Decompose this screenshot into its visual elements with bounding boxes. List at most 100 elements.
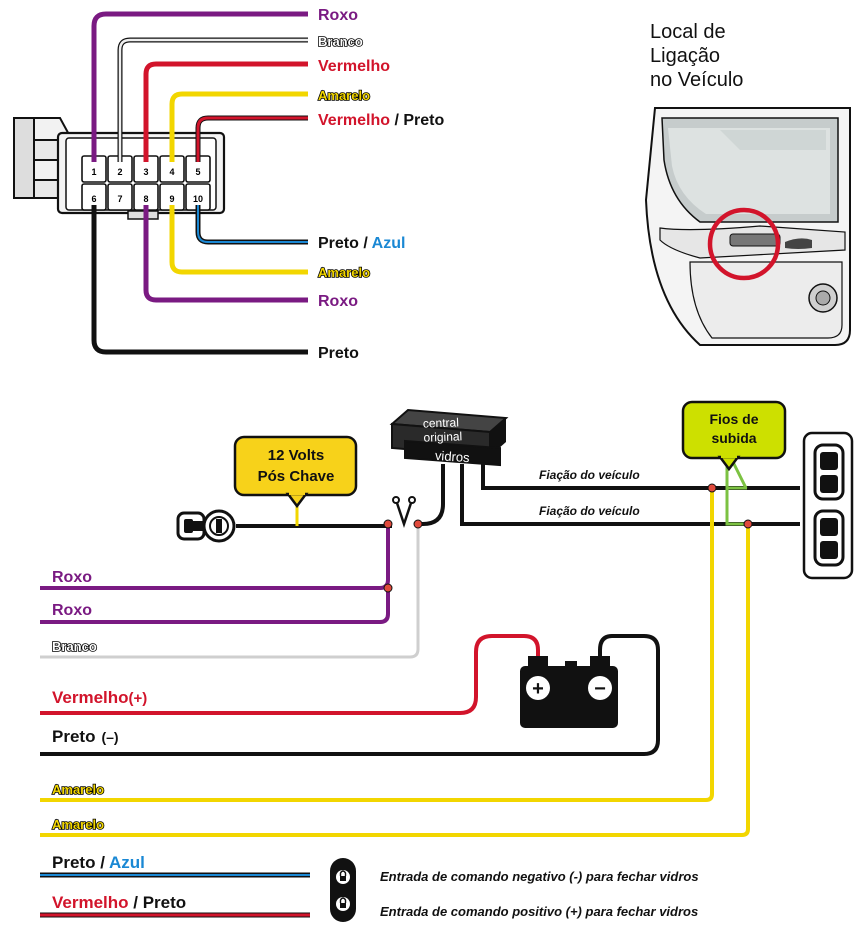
legend-positive: Entrada de comando positivo (+) para fec… (380, 904, 698, 919)
module-line-3: vidros (434, 448, 470, 465)
wire-module-to-12v (418, 464, 445, 526)
label-preto-azul-bottom: Preto / Azul (318, 235, 405, 252)
wire-vehicle-1 (481, 464, 800, 490)
wire-pin9-amarelo (169, 205, 308, 275)
label-vermelho-sign: (+) (129, 690, 148, 707)
location-highlight (707, 207, 781, 281)
label-preto-part: Preto (318, 235, 359, 252)
window-switch-panel (802, 431, 854, 580)
callout-12v-line-1: 12 Volts (268, 447, 324, 464)
wire-pin2-branco-inner (118, 38, 308, 162)
label-amarelo-top: Amarelo (318, 88, 370, 103)
connector-wires-top (91, 11, 308, 162)
location-line-2: Ligação (650, 45, 720, 67)
wire-vermelho (40, 634, 540, 715)
callout-up-line-2: subida (711, 430, 756, 446)
location-line-3: no Veículo (650, 69, 743, 91)
pin-number-5: 5 (195, 167, 200, 177)
cut-scissors-icon (392, 496, 416, 528)
label-preto: Preto (–) (52, 727, 119, 746)
pin-number-10: 10 (193, 194, 203, 204)
label-azul-part: Azul (109, 853, 145, 872)
callout-up-line-1: Fios de (709, 411, 758, 427)
junction-points (383, 483, 753, 593)
label-preto-text: Preto (52, 727, 95, 746)
wire-amarelo-2 (40, 524, 750, 837)
label-vermelho-text: Vermelho (52, 688, 129, 707)
label-azul-part: Azul (372, 235, 406, 252)
label-preto-bottom: Preto (318, 345, 359, 362)
pin-number-8: 8 (143, 194, 148, 204)
label-sep: / (390, 112, 403, 129)
pin-number-6: 6 (91, 194, 96, 204)
module-line-2: original (423, 429, 462, 444)
lock-remote-icon (330, 858, 356, 922)
label-sep: / (95, 853, 109, 872)
pin-number-4: 4 (169, 167, 174, 177)
junction-dot (743, 519, 753, 529)
wire-preto (40, 634, 660, 756)
label-roxo-2: Roxo (52, 602, 92, 619)
connector-wires-bottom (91, 205, 308, 355)
battery-minus: − (594, 678, 606, 700)
wire-pin3-vermelho (143, 61, 308, 162)
callout-12v: 12 Volts Pós Chave (233, 435, 358, 509)
vehicle-wiring-label-2: Fiação do veículo (539, 504, 640, 518)
ignition-key-icon (176, 509, 236, 543)
wire-branco (40, 526, 420, 659)
label-preto-azul: Preto / Azul (52, 853, 145, 872)
label-vermelho-preto: Vermelho / Preto (52, 893, 186, 912)
wire-pin4-amarelo (169, 91, 308, 162)
junction-dot (383, 583, 393, 593)
label-vermelho-preto-top: Vermelho / Preto (318, 112, 445, 129)
wire-pin1-roxo (91, 11, 308, 162)
label-amarelo-bottom: Amarelo (318, 265, 370, 280)
label-sep: / (129, 893, 143, 912)
pin-number-3: 3 (143, 167, 148, 177)
label-preto-part: Preto (52, 853, 95, 872)
label-branco: Branco (52, 639, 97, 654)
wire-green-up-2 (725, 459, 748, 526)
label-preto-sign: (–) (101, 729, 118, 745)
label-preto-part: Preto (143, 893, 186, 912)
pin-number-7: 7 (117, 194, 122, 204)
wire-roxo-2 (40, 588, 390, 624)
junction-dot (707, 483, 717, 493)
wire-amarelo-1 (40, 488, 714, 802)
label-roxo-top: Roxo (318, 7, 358, 24)
pin-number-2: 2 (117, 167, 122, 177)
wire-pin10-preto-azul-inner (197, 205, 308, 243)
pin-box-7 (107, 183, 133, 211)
callout-12v-line-2: Pós Chave (258, 468, 335, 485)
wire-pin8-roxo (143, 205, 308, 303)
connector: 1 2 3 4 5 6 7 8 9 10 (13, 117, 226, 220)
label-sep: / (359, 235, 372, 252)
location-line-1: Local de (650, 21, 726, 43)
label-branco-top: Branco (318, 34, 363, 49)
wire-vehicle-2 (460, 464, 800, 526)
label-vermelho: Vermelho(+) (52, 688, 147, 707)
car-door-illustration (644, 107, 851, 346)
module-line-1: central (423, 415, 459, 430)
vehicle-wiring-label-1: Fiação do veículo (539, 468, 640, 482)
callout-up-wires: Fios de subida (681, 400, 787, 472)
battery-icon: + − (520, 656, 618, 728)
legend-negative: Entrada de comando negativo (-) para fec… (380, 869, 699, 884)
label-preto-part: Preto (403, 112, 444, 129)
junction-dot (383, 519, 393, 529)
label-vermelho-part: Vermelho (318, 112, 390, 129)
original-window-module: central original vidros (389, 408, 509, 467)
label-amarelo-2: Amarelo (52, 817, 104, 832)
label-vermelho-top: Vermelho (318, 58, 390, 75)
label-amarelo-1: Amarelo (52, 782, 104, 797)
wire-pin6-preto (91, 205, 308, 355)
wire-pin5-vermelho-preto-inner (196, 116, 308, 162)
pin-number-1: 1 (91, 167, 96, 177)
battery-plus: + (532, 678, 544, 700)
junction-dot (413, 519, 423, 529)
label-roxo-1: Roxo (52, 569, 92, 586)
label-roxo-bottom: Roxo (318, 293, 358, 310)
label-vermelho-part: Vermelho (52, 893, 129, 912)
